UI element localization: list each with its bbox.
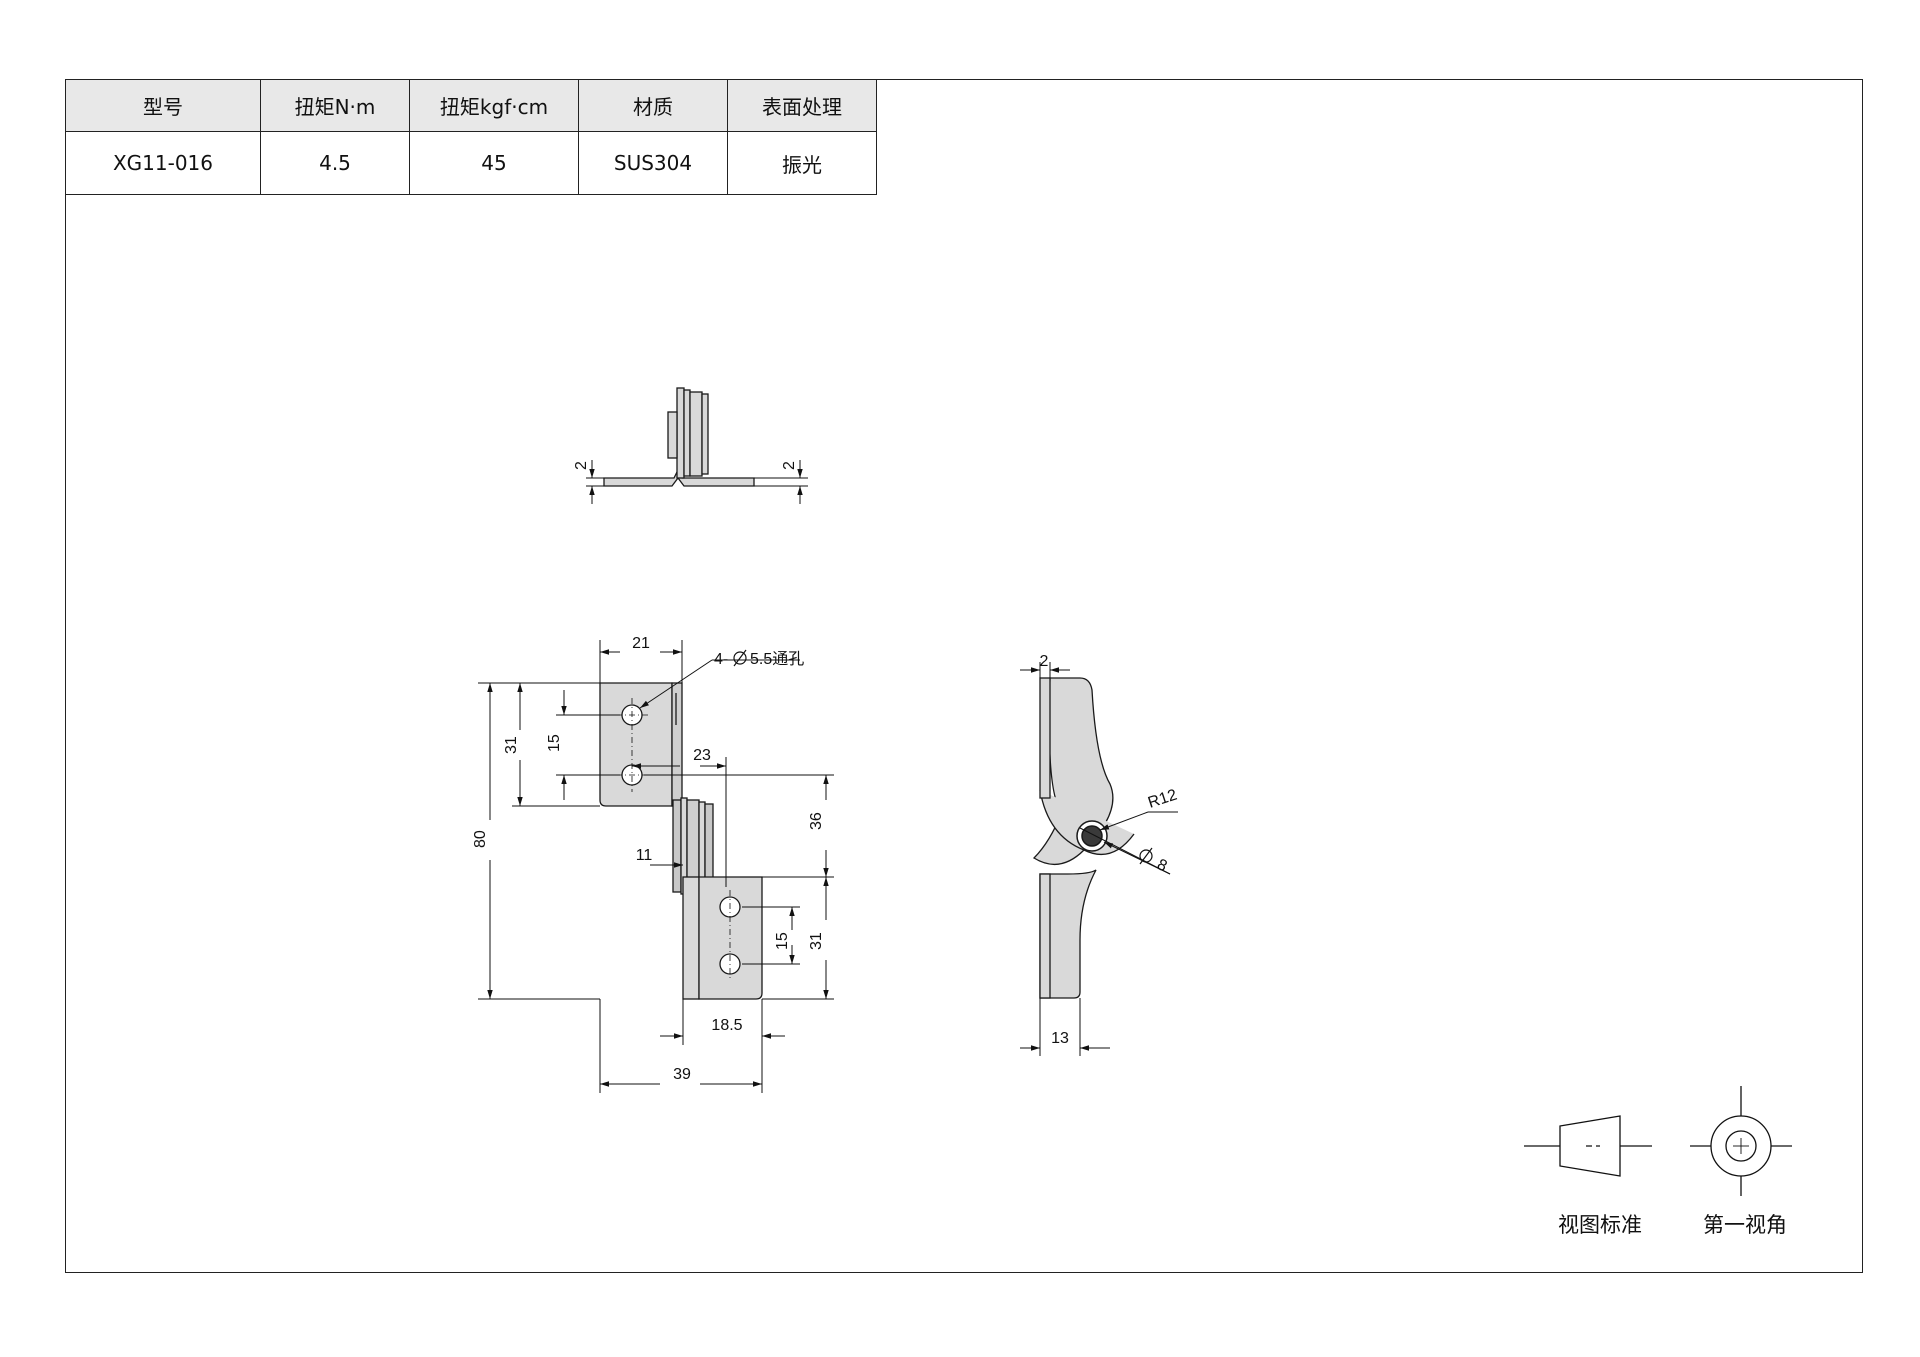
dim-radius-r12: R12 — [1146, 787, 1179, 812]
dim-top-right-thickness: 2 — [781, 461, 798, 470]
dim-height-31-left: 31 — [503, 736, 520, 754]
dim-height-31-right: 31 — [808, 932, 825, 950]
spec-table-data-row: XG11-016 4.5 45 SUS304 振光 — [65, 131, 877, 195]
header-torque-nm: 扭矩N·m — [260, 79, 410, 132]
top-view-dims — [586, 460, 808, 504]
legend-projection-label: 视图标准 — [1558, 1213, 1642, 1237]
top-view — [603, 387, 755, 487]
dim-side-thickness-2: 2 — [1040, 653, 1049, 670]
dim-width-21: 21 — [632, 635, 650, 652]
diameter-symbol-icon — [1139, 847, 1153, 865]
dim-height-80: 80 — [472, 830, 489, 848]
diameter-symbol-icon — [733, 649, 747, 667]
dim-width-39: 39 — [673, 1066, 691, 1083]
front-view-dims — [478, 640, 834, 1093]
projection-standard-icon — [1524, 1115, 1652, 1177]
header-torque-kgfcm: 扭矩kgf·cm — [409, 79, 579, 132]
dim-offset-11: 11 — [636, 847, 653, 864]
header-material: 材质 — [578, 79, 728, 132]
dim-spacing-15-left: 15 — [546, 734, 563, 752]
side-view-pivot — [1076, 820, 1108, 852]
cell-torque-nm: 4.5 — [260, 131, 410, 195]
cell-torque-kgfcm: 45 — [409, 131, 579, 195]
dim-top-left-thickness: 2 — [573, 461, 590, 470]
drawing-sheet-border — [65, 79, 1863, 1273]
cell-surface: 振光 — [727, 131, 877, 195]
dim-side-width-13: 13 — [1051, 1030, 1069, 1047]
cell-material: SUS304 — [578, 131, 728, 195]
dim-width-18-5: 18.5 — [711, 1017, 742, 1034]
dim-hole-diameter: 5.5通孔 — [750, 650, 804, 668]
dim-height-36: 36 — [808, 812, 825, 830]
spec-table: 型号 扭矩N·m 扭矩kgf·cm 材质 表面处理 XG11-016 4.5 4… — [65, 79, 877, 195]
side-view — [1032, 677, 1135, 999]
front-view-centerlines — [616, 698, 731, 981]
dim-spacing-15-right: 15 — [774, 932, 791, 950]
dim-hole-callout: 4- — [714, 651, 728, 668]
header-surface: 表面处理 — [727, 79, 877, 132]
side-view-dims — [1020, 662, 1178, 1056]
front-view — [599, 682, 763, 1000]
first-angle-icon — [1690, 1086, 1792, 1196]
dim-offset-23: 23 — [693, 747, 711, 764]
spec-table-header-row: 型号 扭矩N·m 扭矩kgf·cm 材质 表面处理 — [65, 79, 877, 132]
cell-model: XG11-016 — [65, 131, 261, 195]
legend-angle-label: 第一视角 — [1703, 1213, 1787, 1237]
